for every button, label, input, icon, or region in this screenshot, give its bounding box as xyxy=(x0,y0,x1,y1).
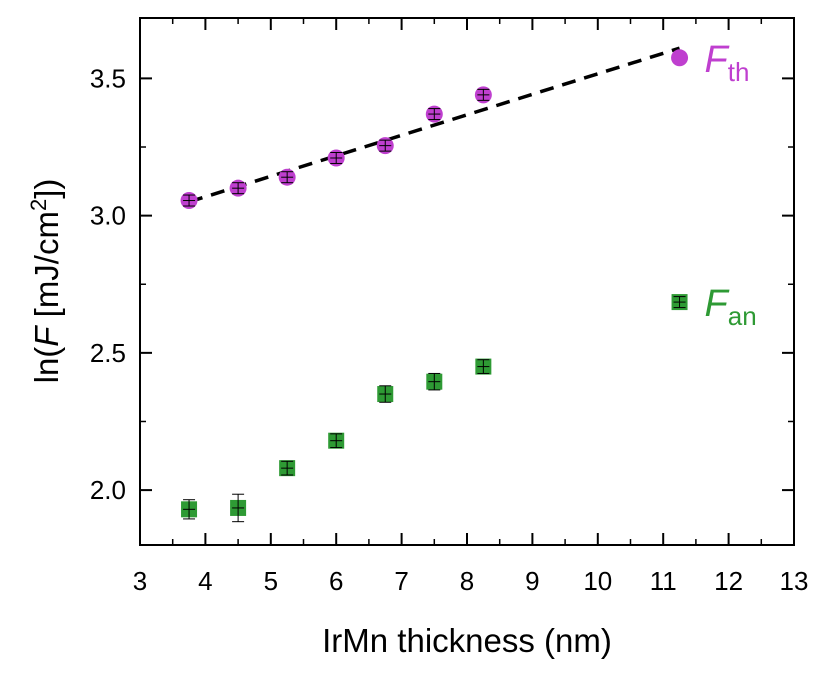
x-tick-label: 4 xyxy=(198,566,212,596)
x-tick-label: 13 xyxy=(780,566,809,596)
fit-line-group xyxy=(188,46,681,204)
x-tick-label: 7 xyxy=(394,566,408,596)
y-axis-ticks: 2.0 2.5 3.0 3.5 xyxy=(90,63,794,505)
y-tick-label: 2.5 xyxy=(90,338,126,368)
x-tick-label: 9 xyxy=(525,566,539,596)
y-tick-label: 3.5 xyxy=(90,63,126,93)
x-tick-label: 6 xyxy=(329,566,343,596)
x-tick-label: 10 xyxy=(583,566,612,596)
x-axis-ticks: 3 4 5 6 7 8 9 10 11 12 13 xyxy=(133,18,809,596)
x-tick-label: 11 xyxy=(650,566,677,596)
point-th xyxy=(671,49,689,67)
y-tick-label: 3.0 xyxy=(90,201,126,231)
x-tick-label: 3 xyxy=(133,566,147,596)
x-tick-label: 5 xyxy=(264,566,278,596)
fit-line xyxy=(188,46,681,204)
y-axis-label: ln(F [mJ/cm2]) xyxy=(26,179,65,384)
series-label-th: Fth xyxy=(705,39,750,87)
series-label-an: Fan xyxy=(705,283,757,331)
x-tick-label: 12 xyxy=(714,566,743,596)
x-axis-label: IrMn thickness (nm) xyxy=(322,622,612,659)
y-tick-label: 2.0 xyxy=(90,475,126,505)
plot-frame xyxy=(139,17,795,546)
x-tick-label: 8 xyxy=(460,566,474,596)
data-points xyxy=(180,49,689,523)
